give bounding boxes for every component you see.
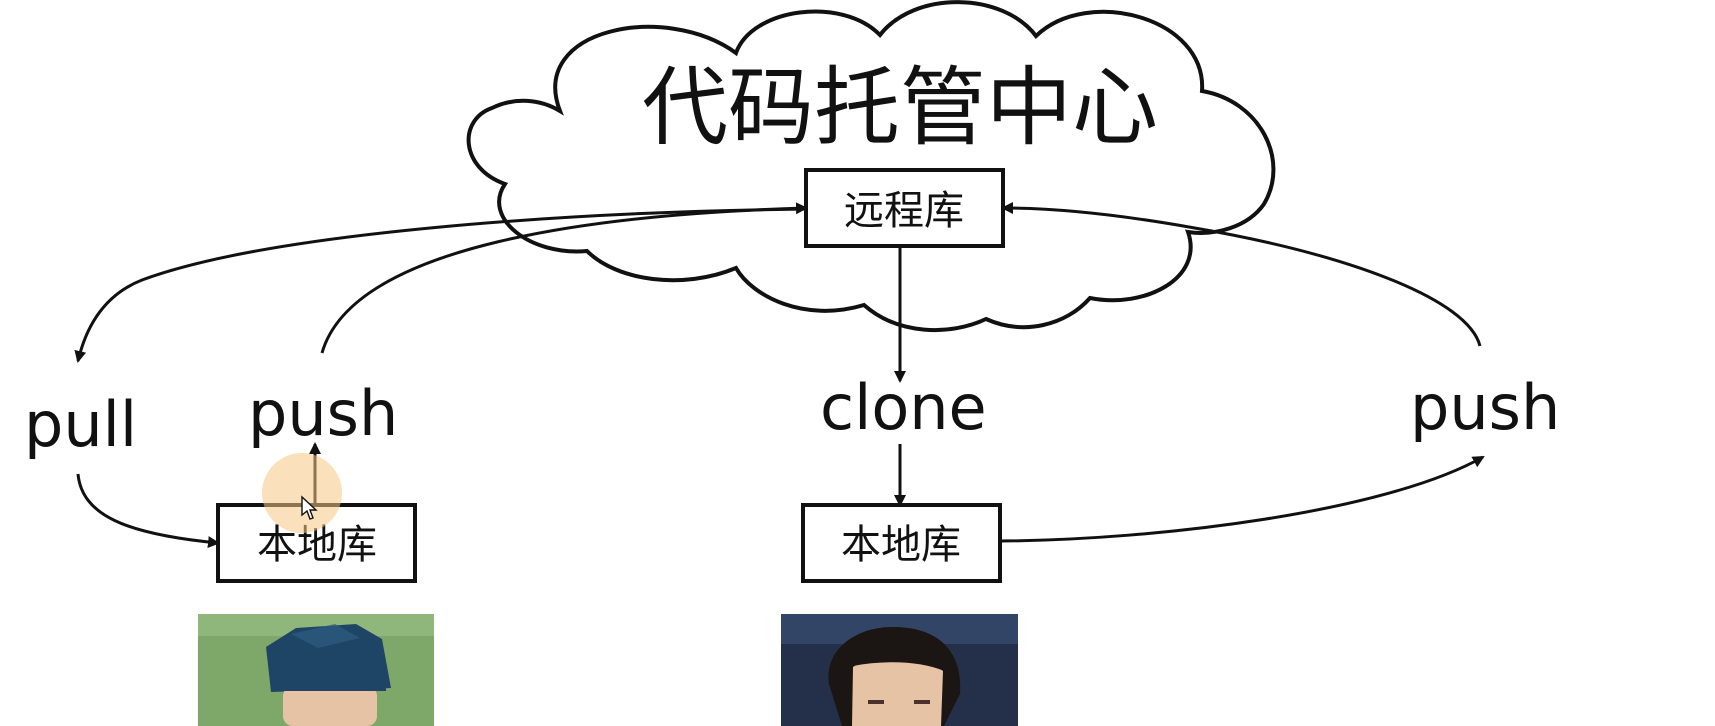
pull-top-arrow xyxy=(74,207,807,363)
right-push-label: push xyxy=(1410,371,1560,444)
right-local-repository-label: 本地库 xyxy=(841,522,961,568)
pull-label: pull xyxy=(24,388,137,461)
remote-repository-label: 远程库 xyxy=(844,188,964,234)
right-local-repository: 本地库 xyxy=(801,503,1002,583)
cloud-title: 代码托管中心 xyxy=(642,58,1158,158)
pull-bottom-arrow xyxy=(76,473,220,549)
remote-repository: 远程库 xyxy=(804,168,1005,248)
cursor-highlight xyxy=(262,453,342,533)
left-push-top-arrow xyxy=(320,202,808,354)
right-push-top-arrow xyxy=(1001,202,1482,347)
left-person-photo xyxy=(198,614,434,726)
clone-label: clone xyxy=(820,371,987,444)
right-person-photo xyxy=(781,614,1018,726)
mouse-pointer-icon xyxy=(301,495,318,520)
left-push-label: push xyxy=(248,377,398,450)
code-hosting-cloud: 代码托管中心 xyxy=(466,0,1276,333)
right-push-bottom-arrow xyxy=(999,455,1485,543)
